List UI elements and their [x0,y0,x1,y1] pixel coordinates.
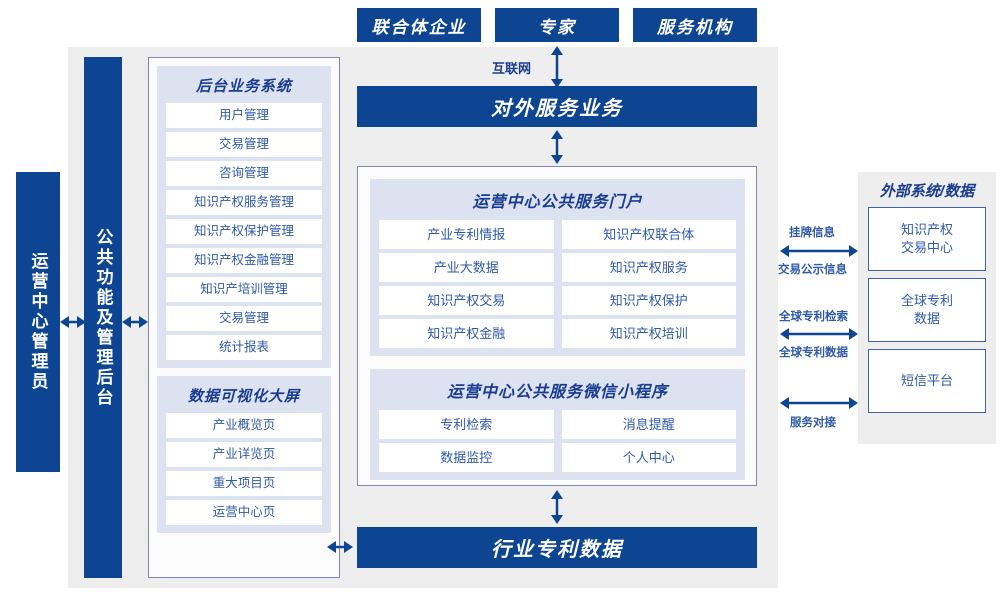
module-item[interactable]: 产业详览页 [166,442,322,467]
external-service-business-label: 对外服务业务 [491,98,623,120]
module-item[interactable]: 知识产权服务管理 [166,190,322,215]
external-box-text: 短信平台 [900,373,953,388]
arrow-external-sms-platform [780,395,858,411]
operations-center-admin-bar[interactable]: 运营中心管理员 [16,172,60,472]
module-group-backend-business: 后台业务系统 用户管理 交易管理 咨询管理 知识产权服务管理 知识产权保护管理 … [157,66,331,368]
module-item[interactable]: 运营中心页 [166,500,322,525]
industry-patent-data-label: 行业专利数据 [491,539,623,561]
arrow-external-trading-center [780,243,858,259]
panel-title: 运营中心公共服务门户 [472,194,643,211]
connection-label-above: 全球专利检索 [779,311,848,323]
arrow-common-to-modules [122,313,148,331]
actor-box-service-agency[interactable]: 服务机构 [633,8,757,42]
arrow-internet-vertical [548,46,566,88]
module-item[interactable]: 交易管理 [166,306,322,331]
external-service-business-bar[interactable]: 对外服务业务 [357,86,757,127]
module-item[interactable]: 用户管理 [166,103,322,128]
backend-modules-frame: 后台业务系统 用户管理 交易管理 咨询管理 知识产权服务管理 知识产权保护管理 … [148,57,340,578]
connection-label-below: 交易公示信息 [778,264,847,276]
public-service-frame: 运营中心公共服务门户 产业专利情报 知识产权联合体 产业大数据 知识产权服务 知… [357,166,757,486]
actor-label: 服务机构 [657,17,733,37]
module-item[interactable]: 知识产权金融管理 [166,248,322,273]
module-item[interactable]: 知识产培训管理 [166,277,322,302]
external-box-text: 知识产权交易中心 [900,222,953,255]
portal-cell[interactable]: 产业专利情报 [379,220,554,249]
module-item[interactable]: 重大项目页 [166,471,322,496]
module-item[interactable]: 咨询管理 [166,161,322,186]
external-box-sms-platform[interactable]: 短信平台 [868,349,986,413]
internet-label: 互联网 [492,61,532,76]
module-group-title: 后台业务系统 [195,78,292,95]
portal-cell[interactable]: 产业大数据 [379,253,554,282]
portal-cell[interactable]: 知识产权联合体 [561,220,736,249]
portal-cell[interactable]: 知识产权保护 [561,286,736,315]
connection-label-below: 全球专利数据 [779,347,848,359]
mini-program-cell[interactable]: 专利检索 [379,410,554,439]
actor-label: 专家 [538,17,576,37]
connection-label-above: 挂牌信息 [789,227,835,239]
module-item[interactable]: 交易管理 [166,132,322,157]
external-box-text: 全球专利数据 [900,293,953,326]
portal-cell[interactable]: 知识产权服务 [561,253,736,282]
portal-cell[interactable]: 知识产权金融 [379,319,554,348]
actor-box-expert[interactable]: 专家 [495,8,619,42]
industry-patent-data-bar[interactable]: 行业专利数据 [357,527,757,568]
panel-public-service-portal: 运营中心公共服务门户 产业专利情报 知识产权联合体 产业大数据 知识产权服务 知… [370,179,745,356]
external-box-global-patent-data[interactable]: 全球专利数据 [868,278,986,342]
panel-title: 运营中心公共服务微信小程序 [446,384,668,401]
portal-cell[interactable]: 知识产权交易 [379,286,554,315]
mini-program-cell-grid: 专利检索 消息提醒 数据监控 个人中心 [379,410,736,472]
module-item[interactable]: 知识产权保护管理 [166,219,322,244]
actor-box-alliance-enterprise[interactable]: 联合体企业 [357,8,481,42]
arrow-admin-to-common [60,313,86,331]
external-systems-frame: 外部系统/数据 知识产权交易中心 全球专利数据 短信平台 [858,172,996,444]
portal-cell-grid: 产业专利情报 知识产权联合体 产业大数据 知识产权服务 知识产权交易 知识产权保… [379,220,736,348]
mini-program-cell[interactable]: 数据监控 [379,443,554,472]
external-systems-title: 外部系统/数据 [879,183,975,200]
mini-program-cell[interactable]: 消息提醒 [561,410,736,439]
module-group-data-visualization: 数据可视化大屏 产业概览页 产业详览页 重大项目页 运营中心页 [157,376,331,533]
module-item[interactable]: 产业概览页 [166,413,322,438]
common-function-backend-label: 公共功能及管理后台 [93,227,113,408]
actor-label: 联合体企业 [371,17,467,37]
panel-wechat-mini-program: 运营中心公共服务微信小程序 专利检索 消息提醒 数据监控 个人中心 [370,369,745,480]
common-function-backend-bar[interactable]: 公共功能及管理后台 [84,57,122,578]
arrow-external-global-patent [780,326,858,342]
operations-center-admin-label: 运营中心管理员 [28,252,48,392]
arrow-portal-to-data [548,490,566,524]
portal-cell[interactable]: 知识产权培训 [561,319,736,348]
arrow-service-to-portal [548,130,566,164]
connection-label-below: 服务对接 [790,417,836,429]
mini-program-cell[interactable]: 个人中心 [561,443,736,472]
external-box-ip-trading-center[interactable]: 知识产权交易中心 [868,207,986,271]
module-item[interactable]: 统计报表 [166,335,322,360]
arrow-modules-to-data [327,538,353,556]
module-group-title: 数据可视化大屏 [187,388,300,405]
